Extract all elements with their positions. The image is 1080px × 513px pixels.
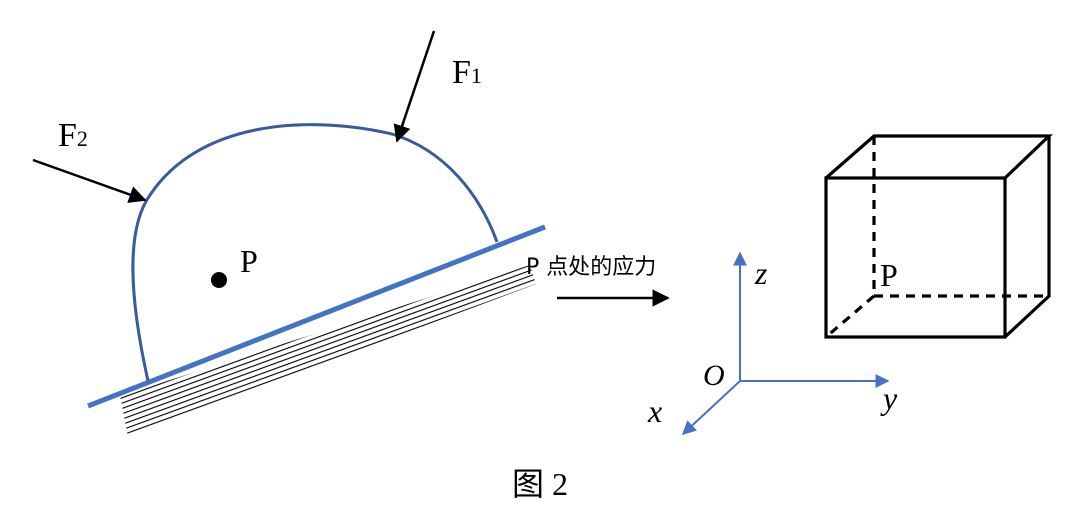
- coordinate-axes: z y x O: [647, 251, 898, 435]
- point-p-dot: [211, 272, 227, 288]
- stress-cube: [824, 134, 1053, 339]
- force2-label: F2: [58, 117, 88, 154]
- point-p-label: P: [240, 243, 258, 279]
- stress-caption: P 点处的应力: [526, 255, 656, 280]
- cube-point-p-label: P: [880, 257, 898, 293]
- force1-label: F1: [452, 54, 482, 91]
- cube-top-face: [824, 134, 1053, 180]
- cube-front-face: [824, 176, 1007, 339]
- force1-arrow: [393, 30, 436, 143]
- body-outline: [131, 123, 499, 382]
- ground-line: [87, 224, 546, 409]
- force2-arrow: [32, 158, 147, 203]
- axis-x-line: [681, 380, 741, 435]
- axis-x-label: x: [647, 393, 662, 429]
- origin-label: O: [703, 359, 725, 392]
- cube-hidden-edge-diagonal: [824, 294, 876, 339]
- axis-z-label: z: [754, 255, 768, 291]
- axis-y-label: y: [880, 380, 898, 416]
- ground-hatch: [120, 265, 536, 437]
- figure-caption: 图 2: [512, 466, 568, 502]
- cube-right-edges: [1003, 136, 1051, 339]
